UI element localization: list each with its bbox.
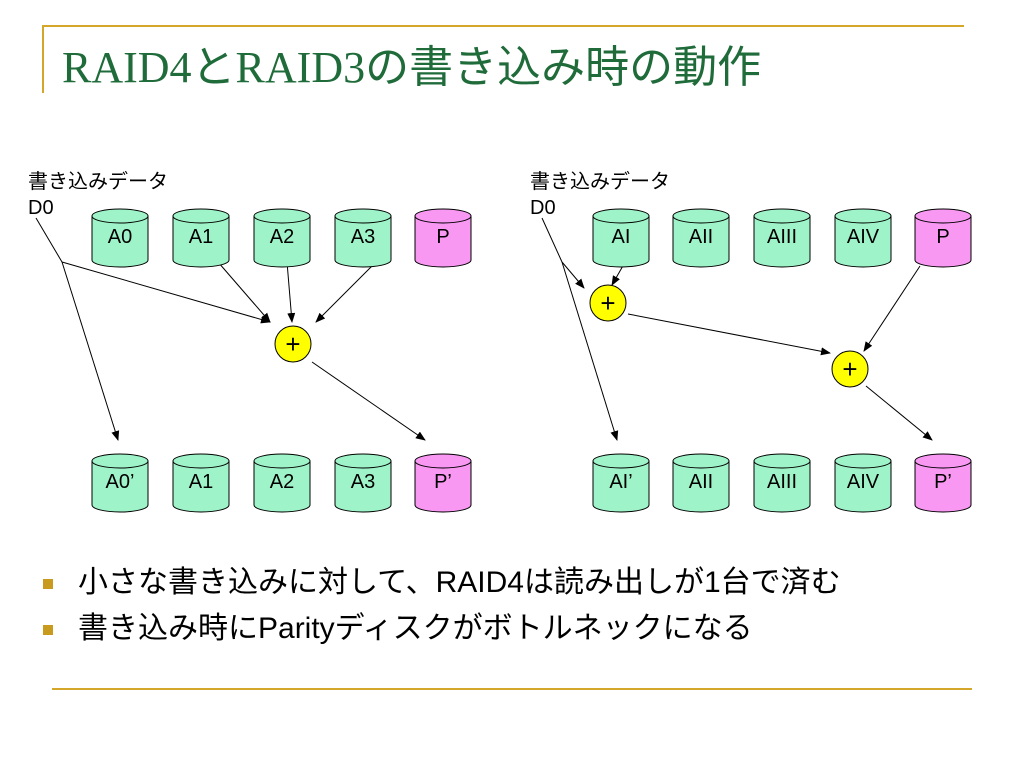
- bullet-list: 小さな書き込みに対して、RAID4は読み出しが1台で済む 書き込み時にParit…: [40, 560, 841, 652]
- left-top-disk-1-label: A0: [108, 226, 132, 248]
- left-bottom-disk-3-label: A2: [270, 471, 294, 493]
- right-arrow-data-to-ai-new: [561, 261, 619, 441]
- right-top-disk-2-label: AII: [689, 226, 713, 248]
- left-bottom-disk-2: A1: [172, 453, 230, 513]
- left-arrow-data-to-a0-new: [61, 261, 120, 441]
- right-arrow-data-to-xor1: [561, 261, 585, 289]
- left-top-disk-4-label: A3: [351, 226, 375, 248]
- right-bottom-disk-5-label: P’: [934, 471, 952, 493]
- right-top-disk-3: AIII: [753, 208, 811, 268]
- bullet-square-icon: [43, 579, 53, 589]
- title-rule-top: [42, 25, 964, 27]
- right-top-disk-5: P: [914, 208, 972, 268]
- right-bottom-disk-1-label: AI’: [609, 471, 632, 493]
- right-bottom-disk-5: P’: [914, 453, 972, 513]
- left-write-data-label: 書き込みデータ: [28, 171, 168, 193]
- bullet-text-2: 書き込み時にParityディスクがボトルネックになる: [78, 612, 753, 645]
- right-write-data-label: 書き込みデータ: [530, 171, 670, 193]
- bottom-rule: [52, 688, 972, 690]
- right-bottom-disk-2: AII: [672, 453, 730, 513]
- right-xor-node-2-symbol: +: [842, 354, 857, 384]
- left-bottom-disk-4: A3: [334, 453, 392, 513]
- left-top-disk-2: A1: [172, 208, 230, 268]
- left-bottom-disk-4-label: A3: [351, 471, 375, 493]
- left-bottom-disk-1-label: A0’: [106, 471, 135, 493]
- left-bottom-disk-3: A2: [253, 453, 311, 513]
- left-arrow-a2-to-xor: [286, 261, 296, 323]
- bullet-item-2: 書き込み時にParityディスクがボトルネックになる: [40, 606, 841, 652]
- right-data-stem: [541, 217, 563, 263]
- right-xor-node-2: +: [831, 350, 869, 388]
- left-top-disk-1: A0: [91, 208, 149, 268]
- left-top-disk-3: A2: [253, 208, 311, 268]
- left-top-disk-4: A3: [334, 208, 392, 268]
- right-bottom-disk-3: AIII: [753, 453, 811, 513]
- bullet-item-1: 小さな書き込みに対して、RAID4は読み出しが1台で済む: [40, 560, 841, 606]
- right-bottom-disk-2-label: AII: [689, 471, 713, 493]
- left-arrow-data-to-xor: [61, 261, 271, 324]
- left-arrow-xor-to-parity: [311, 361, 426, 441]
- left-data-d0-label: D0: [28, 197, 54, 219]
- right-top-disk-5-label: P: [936, 226, 949, 248]
- left-top-disk-3-label: A2: [270, 226, 294, 248]
- right-top-disk-1-label: AI: [612, 226, 631, 248]
- left-bottom-disk-5-label: P’: [434, 471, 452, 493]
- left-xor-node-symbol: +: [285, 329, 300, 359]
- right-bottom-disk-3-label: AIII: [767, 471, 797, 493]
- left-arrow-a1-to-xor: [217, 261, 271, 323]
- left-bottom-disk-2-label: A1: [189, 471, 213, 493]
- left-arrow-a3-to-xor: [315, 261, 377, 323]
- right-bottom-disk-4-label: AIV: [847, 471, 880, 493]
- left-xor-node: +: [274, 325, 312, 363]
- right-arrow-xor2-to-parity: [865, 385, 933, 441]
- right-arrow-xor1-to-xor2: [627, 313, 831, 356]
- bullet-square-icon: [43, 625, 53, 635]
- right-data-d0-label: D0: [530, 197, 556, 219]
- right-xor-node-1: +: [589, 284, 627, 322]
- right-top-disk-1: AI: [592, 208, 650, 268]
- left-bottom-disk-1: A0’: [91, 453, 149, 513]
- page-title: RAID4とRAID3の書き込み時の動作: [62, 43, 762, 92]
- left-top-disk-5: P: [414, 208, 472, 268]
- right-bottom-disk-1: AI’: [592, 453, 650, 513]
- title-rule-side: [42, 25, 44, 93]
- right-top-disk-3-label: AIII: [767, 226, 797, 248]
- right-top-disk-2: AII: [672, 208, 730, 268]
- left-top-disk-2-label: A1: [189, 226, 213, 248]
- right-top-disk-4: AIV: [834, 208, 892, 268]
- right-arrow-parity-to-xor2: [863, 265, 921, 352]
- right-top-disk-4-label: AIV: [847, 226, 880, 248]
- left-bottom-disk-5: P’: [414, 453, 472, 513]
- bullet-text-1: 小さな書き込みに対して、RAID4は読み出しが1台で済む: [78, 566, 841, 599]
- left-top-disk-5-label: P: [436, 226, 449, 248]
- right-bottom-disk-4: AIV: [834, 453, 892, 513]
- right-arrow-ai-to-xor1: [611, 263, 625, 286]
- left-data-stem: [35, 217, 63, 263]
- right-xor-node-1-symbol: +: [600, 288, 615, 318]
